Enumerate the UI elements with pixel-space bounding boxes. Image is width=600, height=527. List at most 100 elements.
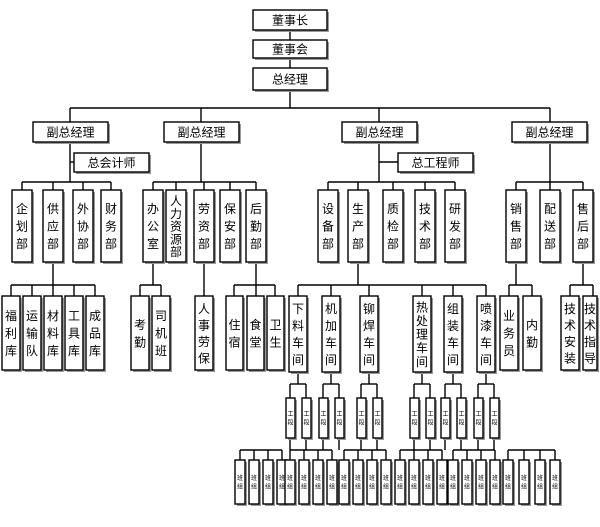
- dept-delivery-label: 配送部: [544, 202, 556, 251]
- work-section-4b-label: 工段: [427, 411, 433, 427]
- dept-labor: 劳资部: [193, 189, 216, 264]
- attendance-box-label: 考勤: [134, 318, 146, 349]
- team-box-10: 班组: [352, 459, 365, 506]
- team-box-1-label: 班组: [237, 474, 243, 491]
- team-box-7: 班组: [312, 459, 325, 506]
- dept-logistics: 后勤部: [245, 189, 268, 264]
- team-box-2-label: 班组: [251, 474, 257, 491]
- work-section-5b: 工段: [456, 397, 468, 440]
- labor-protection-box: 人事劳保: [194, 295, 215, 372]
- vp-box-2-label: 副总经理: [177, 126, 225, 140]
- team-box-19-label: 班组: [478, 474, 484, 491]
- work-section-2b: 工段: [334, 397, 346, 440]
- dept-after-sales-label: 售后部: [577, 201, 589, 251]
- general-manager-box-label: 总经理: [272, 73, 308, 87]
- transport-team: 运输队: [22, 295, 43, 372]
- dept-equipment-label: 设备部: [322, 202, 334, 251]
- housing-box-label: 住宿: [228, 318, 240, 349]
- riveting-shop-label: 铆焊车间: [363, 301, 375, 367]
- welfare-store-label: 福利库: [5, 308, 17, 358]
- dept-planning: 企划部: [11, 189, 34, 264]
- tool-store: 工具库: [64, 295, 85, 372]
- team-box-6: 班组: [298, 459, 311, 506]
- work-section-5a: 工段: [440, 397, 452, 440]
- work-section-4a: 工段: [409, 397, 421, 440]
- team-box-24: 班组: [549, 459, 562, 506]
- team-box-7-label: 班组: [315, 474, 321, 491]
- dept-sales-label: 销售部: [510, 202, 522, 251]
- team-box-14-label: 班组: [411, 474, 417, 491]
- team-box-14: 班组: [408, 459, 421, 506]
- work-section-1a: 工段: [285, 397, 297, 440]
- vp-box-3-label: 副总经理: [355, 126, 403, 140]
- team-box-13: 班组: [394, 459, 407, 506]
- dept-tech-label: 技术部: [419, 202, 431, 251]
- work-section-1b: 工段: [301, 397, 313, 440]
- team-box-6-label: 班组: [301, 474, 307, 491]
- work-section-4a-label: 工段: [411, 411, 417, 427]
- team-box-23: 班组: [534, 459, 547, 506]
- team-box-10-label: 班组: [355, 474, 361, 491]
- work-section-5a-label: 工段: [442, 411, 448, 427]
- work-section-3b: 工段: [372, 397, 384, 440]
- canteen-box: 食堂: [246, 295, 266, 372]
- work-section-6b: 工段: [489, 397, 501, 440]
- team-box-16-label: 班组: [439, 474, 445, 491]
- internal-service-box: 内勤: [522, 295, 543, 372]
- work-section-6b-label: 工段: [491, 411, 497, 427]
- welfare-store: 福利库: [1, 295, 22, 372]
- work-section-6a: 工段: [473, 397, 485, 440]
- work-section-1a-label: 工段: [287, 411, 293, 427]
- transport-team-label: 运输队: [26, 309, 38, 358]
- dept-office: 办公室: [142, 189, 165, 264]
- team-box-21-label: 班组: [505, 474, 511, 491]
- work-section-1b-label: 工段: [303, 411, 309, 427]
- team-box-22: 班组: [518, 459, 531, 506]
- team-box-20-label: 班组: [492, 474, 498, 491]
- team-box-20: 班组: [489, 459, 502, 506]
- hygiene-box-label: 卫生: [269, 318, 281, 349]
- tech-guidance-box-label: 技术指导: [584, 302, 596, 366]
- dept-office-label: 办公室: [147, 201, 159, 251]
- attendance-box: 考勤: [130, 295, 151, 372]
- tech-install-box-label: 技术安装: [564, 302, 576, 366]
- chief-accountant-box-label: 总会计师: [87, 156, 135, 170]
- team-box-5-label: 班组: [287, 474, 293, 491]
- dept-production: 生产部: [347, 189, 370, 264]
- product-store: 成品库: [85, 295, 106, 372]
- material-store-label: 材料库: [47, 309, 59, 358]
- team-box-17-label: 班组: [450, 474, 456, 491]
- dept-equipment: 设备部: [317, 189, 340, 264]
- team-box-12: 班组: [380, 459, 393, 506]
- hygiene-box: 卫生: [266, 295, 286, 372]
- work-section-2a-label: 工段: [320, 411, 326, 427]
- team-box-24-label: 班组: [552, 474, 558, 491]
- chairman-box: 董事长: [252, 9, 329, 32]
- work-section-4b: 工段: [425, 397, 437, 440]
- dept-delivery: 配送部: [539, 189, 562, 264]
- team-box-3: 班组: [262, 459, 275, 506]
- work-section-3b-label: 工段: [374, 411, 380, 427]
- team-box-22-label: 班组: [521, 474, 527, 491]
- riveting-shop: 铆焊车间: [359, 295, 380, 374]
- work-section-5b-label: 工段: [458, 411, 464, 427]
- dept-quality: 质检部: [382, 189, 405, 264]
- work-section-3a-label: 工段: [358, 411, 364, 427]
- dept-rnd: 研发部: [444, 189, 467, 264]
- team-box-15-label: 班组: [425, 474, 431, 491]
- vp-box-4-label: 副总经理: [525, 126, 573, 140]
- vp-box-1-label: 副总经理: [46, 126, 94, 140]
- team-box-15: 班组: [422, 459, 435, 506]
- team-box-19: 班组: [475, 459, 488, 506]
- board-box: 董事会: [252, 39, 329, 60]
- dept-outsourcing-label: 外协部: [77, 202, 89, 251]
- work-section-2b-label: 工段: [336, 411, 342, 427]
- tech-install-box: 技术安装: [560, 295, 581, 372]
- dept-hr-label: 人力资源部: [170, 194, 182, 259]
- assembly-shop: 组装车间: [443, 295, 464, 374]
- painting-shop-label: 喷漆车间: [480, 302, 492, 367]
- chief-engineer-box-label: 总工程师: [411, 155, 459, 170]
- dept-labor-label: 劳资部: [198, 202, 210, 251]
- chief-accountant-box: 总会计师: [73, 152, 151, 174]
- heat-treatment-shop: 热处理车间: [412, 295, 433, 374]
